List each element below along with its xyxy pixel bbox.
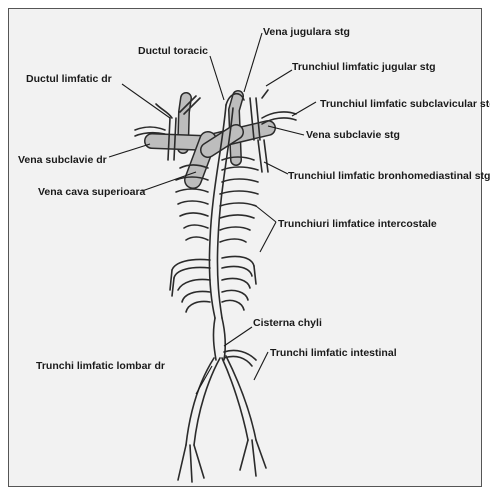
label-trunchi-intestinal: Trunchi limfatic intestinal [270, 347, 397, 359]
label-cisterna-chyli: Cisterna chyli [253, 317, 322, 329]
label-vena-cava-superioara: Vena cava superioara [38, 186, 146, 198]
left-lumbar-trunk [222, 356, 256, 440]
label-trunchiul-jugular-stg: Trunchiul limfatic jugular stg [292, 61, 436, 73]
labels: Ductul toracic Vena jugulara stg Ductul … [18, 26, 490, 372]
right-lumbar-trunk [186, 358, 220, 445]
label-trunchiuri-intercostale: Trunchiuri limfatice intercostale [278, 218, 437, 230]
label-ductul-toracic: Ductul toracic [138, 45, 208, 57]
label-vena-jugulara-stg: Vena jugulara stg [263, 26, 350, 38]
label-vena-subclavie-stg: Vena subclavie stg [306, 129, 400, 141]
label-vena-subclavie-dr: Vena subclavie dr [18, 154, 107, 166]
label-trunchiul-bronhomediastinal-stg: Trunchiul limfatic bronhomediastinal stg [288, 170, 490, 182]
label-trunchi-lombar-dr: Trunchi limfatic lombar dr [36, 360, 165, 372]
label-ductul-limfatic-dr: Ductul limfatic dr [26, 73, 112, 85]
label-trunchiul-subclavicular-stg: Trunchiul limfatic subclavicular stg [320, 98, 490, 110]
cisterna-chyli [213, 318, 225, 360]
